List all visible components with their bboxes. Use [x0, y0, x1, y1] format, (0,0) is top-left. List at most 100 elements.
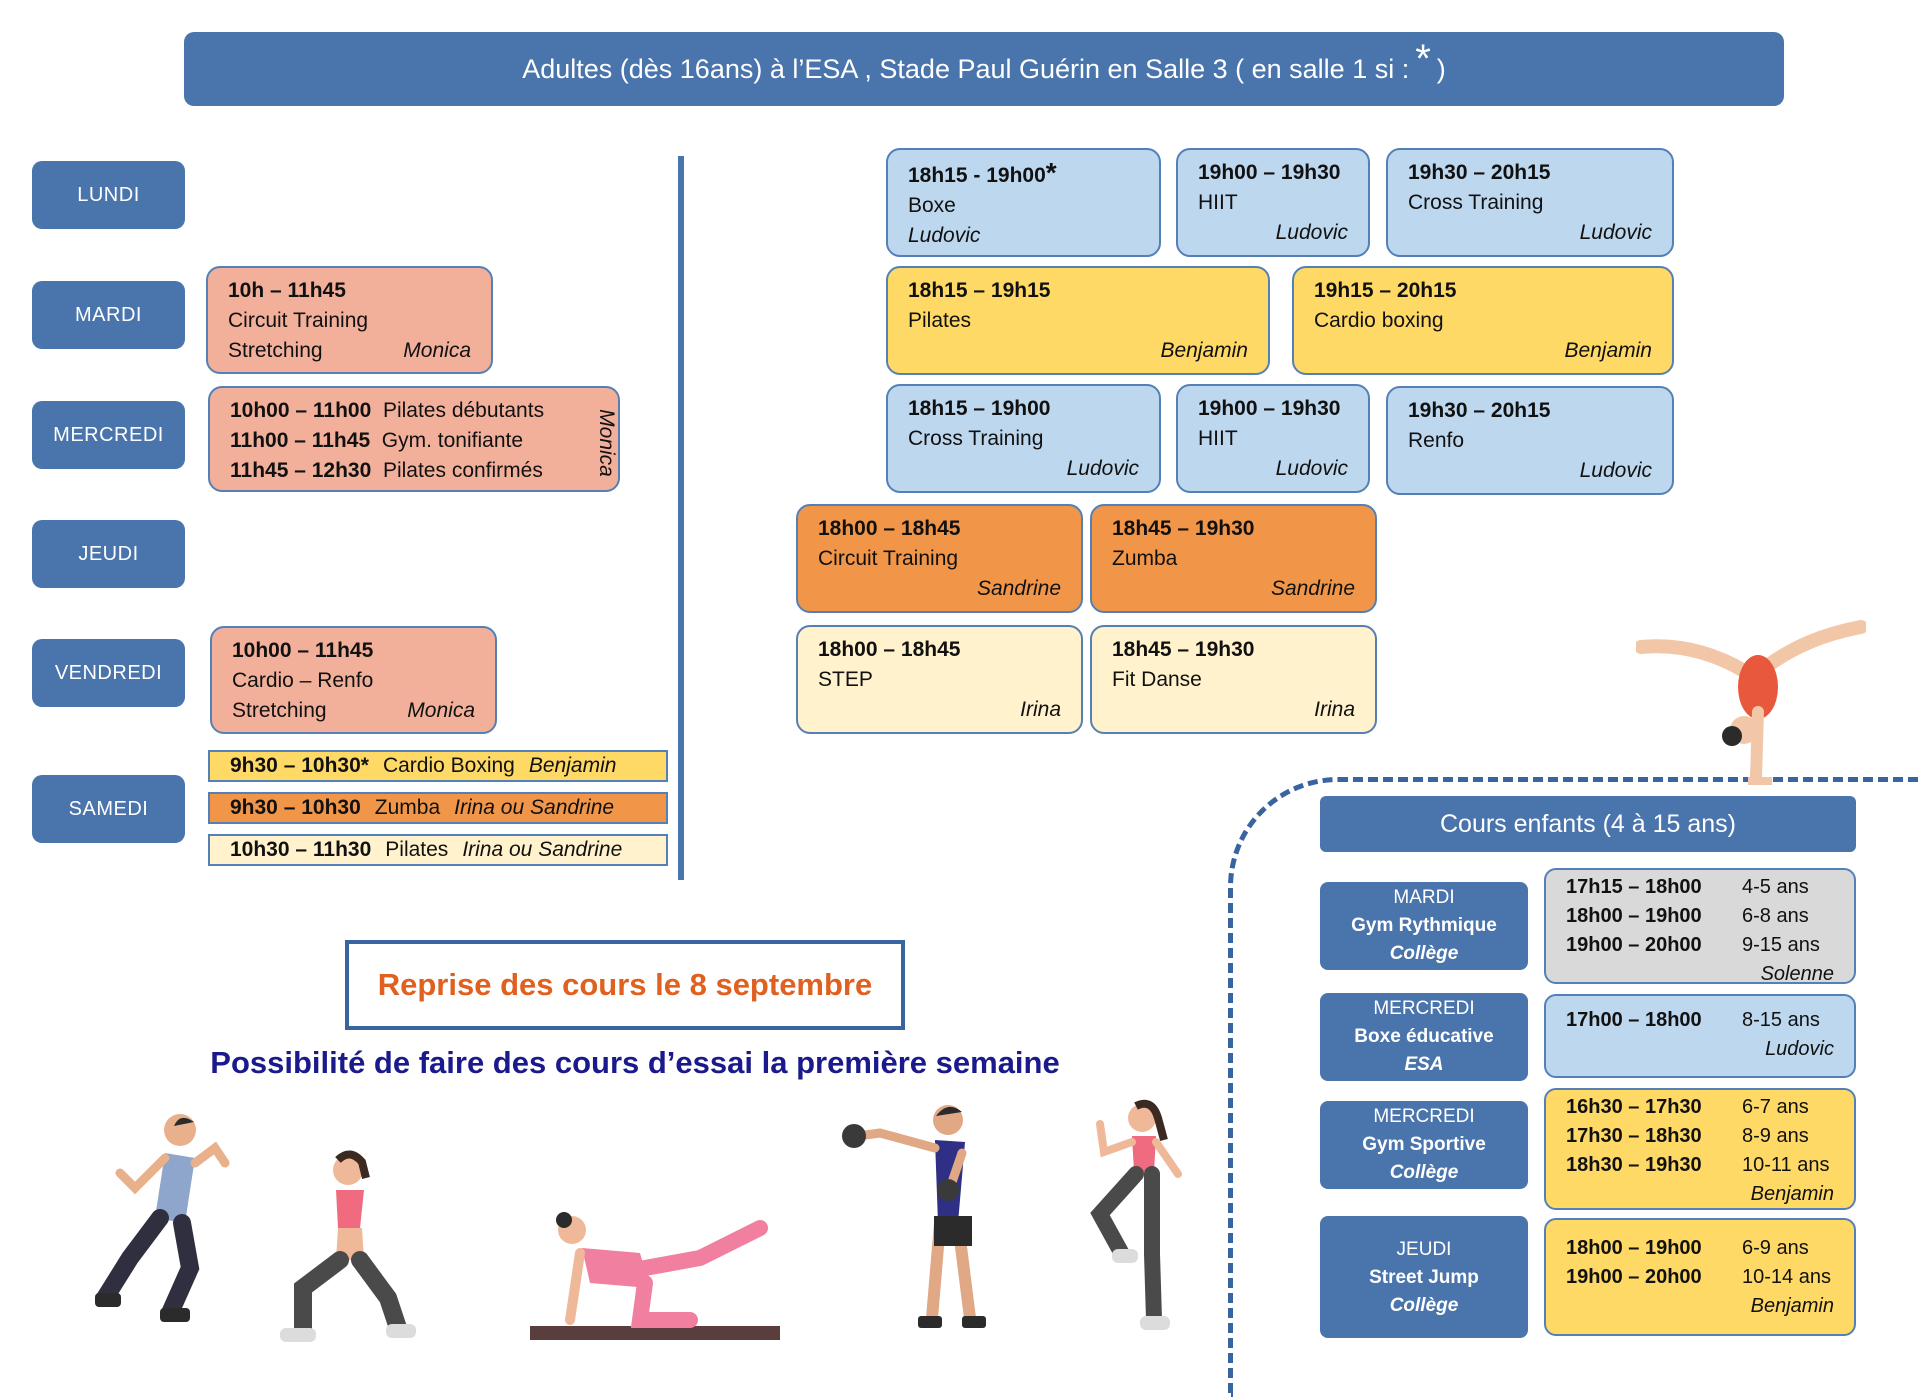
- gymnast-illustration: [1636, 620, 1866, 785]
- course-name: Cross Training: [908, 427, 1044, 450]
- separator-line: [678, 156, 684, 880]
- coach-name: Ludovic: [908, 224, 981, 247]
- coach-name: Irina: [1020, 698, 1061, 721]
- kids-place: Collège: [1389, 1295, 1459, 1316]
- runner-man-illustration: [95, 1114, 230, 1322]
- course-time: 10h00 – 11h45: [232, 639, 374, 662]
- course-name: Pilates: [908, 309, 972, 332]
- course-time: 19h00 – 19h30: [1198, 397, 1341, 420]
- course-card-vendredi-2: 18h45 – 19h30 Fit Danse Irina: [1090, 625, 1377, 734]
- course-time: 18h45 – 19h30: [1112, 638, 1255, 661]
- day-label-mercredi: MERCREDI: [32, 401, 185, 469]
- kids-place: ESA: [1404, 1054, 1444, 1075]
- coach-name: Ludovic: [1579, 459, 1652, 482]
- kids-time: 18h30 – 19h30: [1566, 1154, 1702, 1176]
- kids-age: 4-5 ans: [1742, 876, 1809, 898]
- boxer-man-illustration: [842, 1105, 986, 1328]
- course-name: HIIT: [1198, 191, 1238, 214]
- course-name: Gym. tonifiante: [381, 429, 524, 452]
- coach-name: Irina ou Sandrine: [454, 796, 615, 819]
- kids-age: 6-8 ans: [1742, 905, 1809, 927]
- course-card-jeudi-2: 18h45 – 19h30 Zumba Sandrine: [1090, 504, 1377, 613]
- kids-day-street-jump: JEUDI Street Jump Collège: [1320, 1216, 1528, 1338]
- course-name: Zumba: [374, 796, 441, 819]
- course-time: 18h15 – 19h15: [908, 279, 1051, 302]
- course-name: Cross Training: [1408, 191, 1544, 214]
- course-name: Circuit Training: [818, 547, 959, 570]
- yoga-mat-woman-illustration: [530, 1212, 780, 1340]
- trial-notice: Possibilité de faire des cours d’essai l…: [210, 1045, 1060, 1080]
- course-time: 18h15 - 19h00: [908, 164, 1046, 187]
- coach-name: Ludovic: [1275, 221, 1348, 244]
- coach-name: Irina: [1314, 698, 1355, 721]
- course-card-lundi-1: 18h15 - 19h00* Boxe Ludovic: [886, 148, 1161, 257]
- course-time: 9h30 – 10h30: [230, 796, 361, 819]
- coach-name: Monica: [595, 409, 619, 477]
- course-card-mercredi-2: 19h00 – 19h30 HIIT Ludovic: [1176, 384, 1370, 493]
- course-card-vendredi-1: 18h00 – 18h45 STEP Irina: [796, 625, 1083, 734]
- course-card-lundi-3: 19h30 – 20h15 Cross Training Ludovic: [1386, 148, 1674, 257]
- kids-time: 17h30 – 18h30: [1566, 1125, 1702, 1147]
- day-label-lundi: LUNDI: [32, 161, 185, 229]
- course-time: 11h45 – 12h30: [230, 459, 372, 482]
- course-name: Pilates: [385, 838, 449, 861]
- coach-name: Ludovic: [1066, 457, 1139, 480]
- kids-day: MERCREDI: [1373, 998, 1475, 1019]
- kids-age: 10-14 ans: [1742, 1266, 1831, 1288]
- course-time: 11h00 – 11h45: [230, 429, 371, 452]
- course-name: Fit Danse: [1112, 668, 1202, 691]
- kids-age: 8-15 ans: [1742, 1009, 1820, 1031]
- coach-name: Benjamin: [1750, 1183, 1834, 1205]
- course-time: 19h00 – 19h30: [1198, 161, 1341, 184]
- kids-place: Collège: [1389, 1162, 1459, 1183]
- banner-text: Adultes (dès 16ans) à l’ESA , Stade Paul…: [522, 53, 1410, 84]
- kids-age: 10-11 ans: [1742, 1154, 1830, 1176]
- day-label-vendredi: VENDREDI: [32, 639, 185, 707]
- coach-name: Benjamin: [1160, 339, 1248, 362]
- coach-name: Monica: [407, 699, 475, 722]
- course-name: STEP: [818, 668, 873, 691]
- asterisk-icon: *: [1045, 157, 1057, 188]
- course-name: Cardio Boxing: [382, 754, 515, 777]
- course-card-mardi-2: 19h15 – 20h15 Cardio boxing Benjamin: [1292, 266, 1674, 375]
- course-name: Cardio boxing: [1314, 309, 1444, 332]
- kids-age: 8-9 ans: [1742, 1125, 1809, 1147]
- course-time: 10h30 – 11h30: [230, 838, 372, 861]
- course-card-mardi-1: 18h15 – 19h15 Pilates Benjamin: [886, 266, 1270, 375]
- course-name: Stretching: [232, 699, 327, 722]
- kids-activity: Boxe éducative: [1354, 1026, 1494, 1047]
- kids-age: 6-7 ans: [1742, 1096, 1809, 1118]
- coach-name: Irina ou Sandrine: [462, 838, 623, 861]
- course-card-lundi-2: 19h00 – 19h30 HIIT Ludovic: [1176, 148, 1370, 257]
- kids-time: 19h00 – 20h00: [1566, 1266, 1702, 1288]
- coach-name: Benjamin: [1750, 1295, 1834, 1317]
- kids-age: 6-9 ans: [1742, 1237, 1809, 1259]
- kids-place: Collège: [1389, 943, 1459, 964]
- kids-time: 17h15 – 18h00: [1566, 876, 1702, 898]
- coach-name: Monica: [403, 339, 471, 362]
- day-label-jeudi: JEUDI: [32, 520, 185, 588]
- asterisk-icon: *: [360, 754, 369, 777]
- course-name: Cardio – Renfo: [232, 669, 374, 692]
- kids-section-border: [1228, 777, 1920, 1397]
- kids-activity: Gym Sportive: [1362, 1134, 1486, 1155]
- asterisk-icon: *: [1415, 36, 1431, 81]
- kids-day-boxe-educative: MERCREDI Boxe éducative ESA: [1320, 993, 1528, 1081]
- course-name: Circuit Training: [228, 309, 369, 332]
- coach-name: Benjamin: [1564, 339, 1652, 362]
- kids-time: 16h30 – 17h30: [1566, 1096, 1702, 1118]
- course-strip-samedi-2: 9h30 – 10h30 Zumba Irina ou Sandrine: [208, 792, 668, 824]
- course-name: Boxe: [908, 194, 956, 217]
- kids-day-gym-sportive: MERCREDI Gym Sportive Collège: [1320, 1101, 1528, 1189]
- kids-time: 18h00 – 19h00: [1566, 1237, 1702, 1259]
- kids-day: MERCREDI: [1373, 1106, 1475, 1127]
- reprise-notice: Reprise des cours le 8 septembre: [345, 940, 905, 1030]
- day-label-mardi: MARDI: [32, 281, 185, 349]
- banner-end: ): [1436, 53, 1446, 84]
- course-time: 10h – 11h45: [228, 279, 346, 302]
- kids-day: MARDI: [1393, 887, 1455, 908]
- course-card-mercredi-3: 19h30 – 20h15 Renfo Ludovic: [1386, 386, 1674, 495]
